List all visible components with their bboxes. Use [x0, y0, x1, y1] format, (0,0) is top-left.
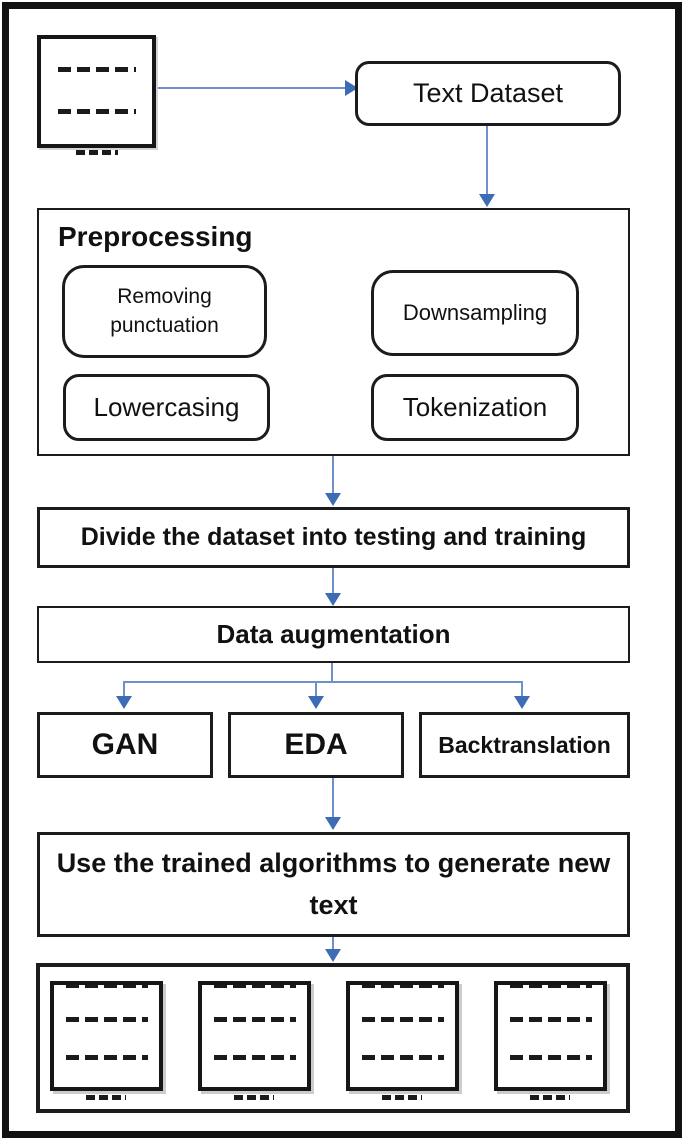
node-label: Divide the dataset into testing and trai… [80, 523, 587, 551]
dashed-line [213, 1055, 296, 1060]
arrow-doc-to-dataset [158, 87, 347, 89]
dashed-line [57, 109, 136, 114]
node-downsampling: Downsampling [371, 270, 579, 356]
arrow-dataset-to-preprocessing [486, 126, 488, 195]
node-gan: GAN [37, 712, 213, 778]
dashed-line [382, 1095, 422, 1100]
group-preprocessing-title: Preprocessing [58, 221, 253, 252]
arrowhead-down-icon [325, 949, 341, 962]
output-document-icon [198, 981, 311, 1091]
dashed-line [57, 67, 136, 72]
node-label: Removing punctuation [110, 285, 219, 337]
branch-stub [331, 663, 333, 682]
node-text-dataset: Text Dataset [355, 61, 621, 126]
arrow-generate-to-output [332, 937, 334, 950]
node-label: Downsampling [402, 300, 548, 325]
arrowhead-down-icon [325, 493, 341, 506]
branch-drop-right [521, 681, 523, 697]
branch-horizontal [123, 681, 523, 683]
node-label: GAN [91, 728, 159, 761]
dashed-line [65, 1055, 148, 1060]
dashed-line [361, 985, 444, 988]
dashed-line [509, 985, 592, 988]
arrowhead-down-icon [308, 696, 324, 709]
output-document-icon [346, 981, 459, 1091]
arrowhead-down-icon [514, 696, 530, 709]
node-label-line1: Use the trained algorithms to generate n… [56, 847, 611, 878]
node-label: Backtranslation [438, 731, 611, 758]
node-backtranslation: Backtranslation [419, 712, 630, 778]
node-label: Tokenization [402, 392, 548, 422]
output-document-icon [50, 981, 163, 1091]
dashed-line [509, 1017, 592, 1022]
dashed-line [509, 1055, 592, 1060]
node-data-augmentation: Data augmentation [37, 606, 630, 663]
input-document-icon [37, 35, 156, 148]
node-generate-text: Use the trained algorithms to generate n… [37, 832, 630, 937]
dashed-line [213, 1017, 296, 1022]
node-tokenization: Tokenization [371, 374, 579, 441]
node-label: Text Dataset [412, 78, 564, 108]
dashed-line [213, 985, 296, 988]
node-removing-punctuation: Removing punctuation [62, 265, 267, 358]
arrow-divide-to-augmentation [332, 568, 334, 594]
node-label-line2: text [309, 889, 358, 920]
dashed-line [361, 1017, 444, 1022]
node-lowercasing: Lowercasing [63, 374, 270, 441]
dashed-line [65, 1017, 148, 1022]
branch-drop-left [123, 681, 125, 697]
arrow-eda-to-generate [332, 778, 334, 818]
output-document-icon [494, 981, 607, 1091]
node-label: Data augmentation [216, 619, 451, 649]
arrowhead-down-icon [116, 696, 132, 709]
dashed-line [234, 1095, 274, 1100]
node-label: EDA [284, 728, 348, 761]
node-label: Lowercasing [93, 392, 240, 422]
dashed-line [76, 150, 118, 155]
arrowhead-down-icon [325, 817, 341, 830]
arrowhead-right-icon [345, 80, 358, 96]
arrow-preprocessing-to-divide [332, 456, 334, 494]
arrowhead-down-icon [479, 194, 495, 207]
dashed-line [361, 1055, 444, 1060]
arrowhead-down-icon [325, 593, 341, 606]
dashed-line [86, 1095, 126, 1100]
branch-drop-middle [315, 681, 317, 697]
dashed-line [65, 985, 148, 988]
node-divide-dataset: Divide the dataset into testing and trai… [37, 507, 630, 568]
dashed-line [530, 1095, 570, 1100]
node-eda: EDA [228, 712, 404, 778]
